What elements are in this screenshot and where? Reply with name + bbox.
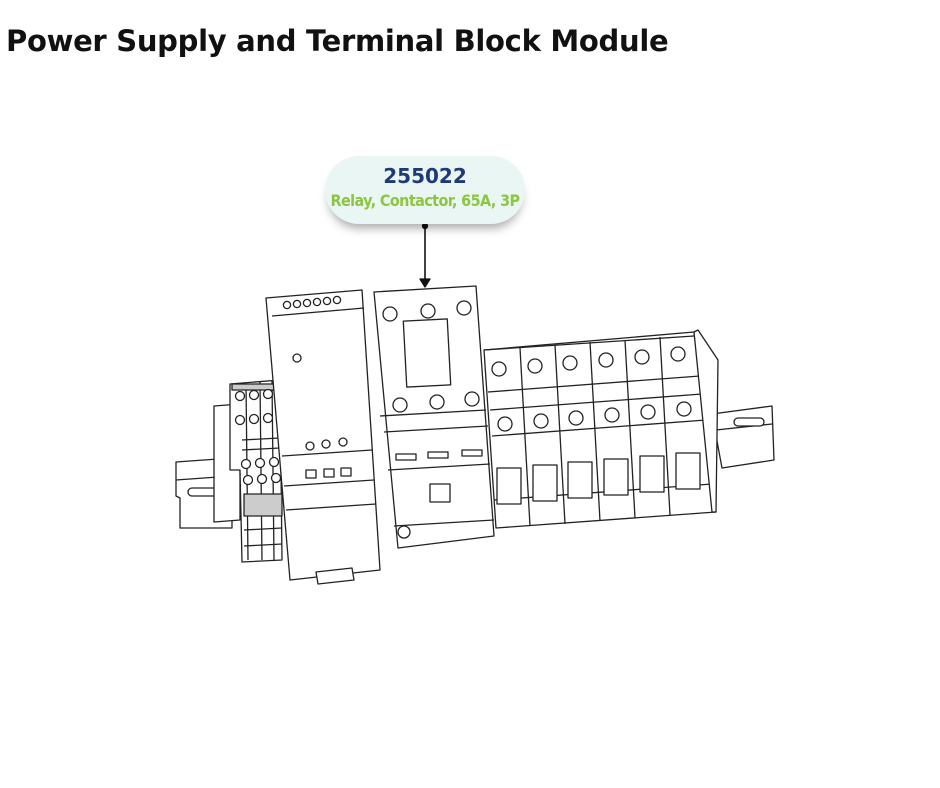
page-title: Power Supply and Terminal Block Module — [6, 24, 669, 58]
part-description-label: Relay, Contactor, 65A, 3P — [330, 191, 521, 210]
circuit-breaker-row — [483, 329, 719, 529]
power-supply-module — [265, 289, 381, 585]
contactor-255022 — [373, 285, 495, 549]
part-callout: 255022 Relay, Contactor, 65A, 3P — [325, 156, 525, 224]
terminal-block-stack — [213, 379, 283, 563]
part-number-label: 255022 — [383, 164, 467, 188]
callout-leader-line — [419, 222, 431, 288]
